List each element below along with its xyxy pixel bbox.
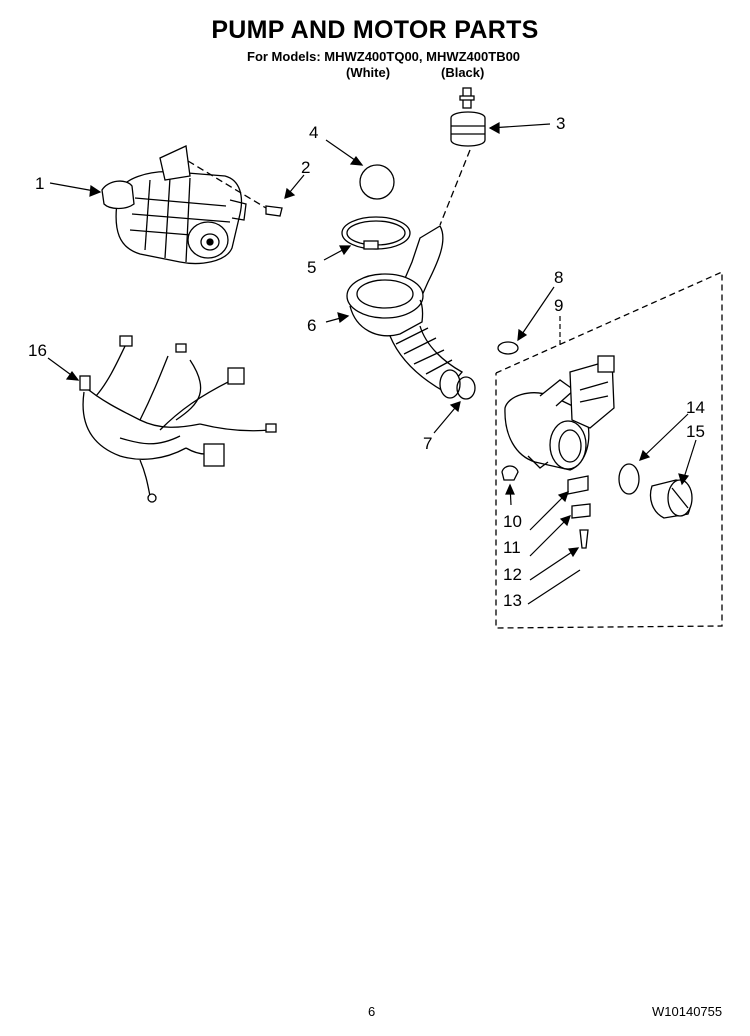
callout-5: 5: [307, 258, 316, 277]
clamp-drawing: [341, 216, 411, 250]
cap-drawing: [439, 87, 486, 226]
callout-1: 1: [35, 174, 44, 193]
callout-13: 13: [503, 591, 522, 610]
document-number: W10140755: [652, 1004, 723, 1019]
clip-drawing: [497, 341, 519, 355]
grommet-drawing: [501, 465, 519, 481]
variant-white: (White): [346, 65, 391, 80]
callout-16: 16: [28, 341, 47, 360]
variant-black: (Black): [441, 65, 485, 80]
bracket-drawing: [567, 475, 589, 495]
screw-drawing: [579, 529, 589, 549]
washer-drawing: [571, 503, 591, 519]
callout-12: 12: [503, 565, 522, 584]
o-ring-drawing: [618, 463, 640, 495]
callout-4: 4: [309, 123, 318, 142]
filter-drawing: [649, 479, 693, 519]
callout-8: 8: [554, 268, 563, 287]
callout-10: 10: [503, 512, 522, 531]
ball-drawing: [359, 164, 395, 200]
callout-7: 7: [423, 434, 432, 453]
leader-lines: [47, 121, 697, 605]
callout-11: 11: [503, 538, 521, 557]
motor-drawing: [101, 145, 247, 265]
hose-clamp-drawing: [456, 376, 476, 400]
callout-6: 6: [307, 316, 316, 335]
callout-14: 14: [686, 398, 705, 417]
bolt-drawing: [187, 160, 283, 217]
page-number: 6: [368, 1004, 376, 1019]
callout-labels: 1 2 3 4 5 6 7 8 9 10 11 12 13 14 15 16: [28, 114, 705, 610]
sump-hose-drawing: [346, 225, 464, 399]
callout-2: 2: [301, 158, 310, 177]
callout-3: 3: [556, 114, 565, 133]
page-title: PUMP AND MOTOR PARTS: [211, 16, 539, 44]
models-line: For Models: MHWZ400TQ00, MHWZ400TB00: [247, 49, 521, 64]
callout-15: 15: [686, 422, 705, 441]
wire-harness-drawing: [79, 335, 277, 503]
pump-assembly-box: [495, 270, 723, 629]
callout-9: 9: [554, 296, 563, 315]
pump-drawing: [504, 355, 615, 471]
